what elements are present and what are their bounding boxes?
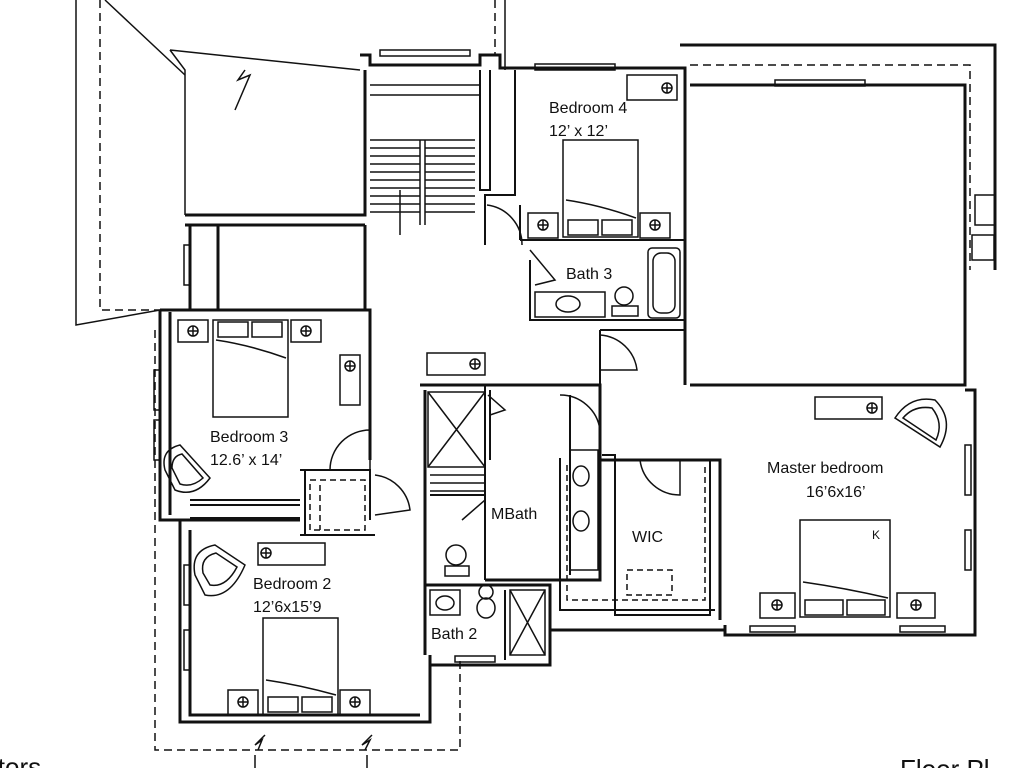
edge-text: ltors Floor Pl: [0, 752, 990, 768]
label-bedroom4: Bedroom 4: [549, 100, 627, 117]
label-k: K: [872, 528, 880, 542]
label-bedroom3-size: 12.6’ x 14’: [210, 452, 282, 469]
label-master: Master bedroom: [767, 460, 884, 477]
room-labels: Bedroom 4 12’ x 12’ Bath 3 Bedroom 3 12.…: [210, 100, 884, 643]
bed-bedroom3: [212, 319, 289, 418]
door-swings: [329, 204, 681, 530]
label-mbath: MBath: [491, 506, 537, 523]
bath3-fixtures: [534, 247, 681, 319]
mbath-fixtures: [427, 391, 599, 577]
label-bedroom4-size: 12’ x 12’: [549, 123, 608, 140]
dressers: [257, 74, 883, 566]
label-bedroom2: Bedroom 2: [253, 576, 331, 593]
label-bedroom3: Bedroom 3: [210, 429, 288, 446]
roof-lines: [75, 0, 506, 326]
chairs: [163, 398, 948, 597]
bed-master: [799, 519, 891, 618]
label-bath3: Bath 3: [566, 266, 612, 283]
nightstands: [177, 212, 936, 716]
bed-bedroom4: [562, 139, 639, 238]
label-master-size: 16’6x16’: [806, 484, 866, 501]
break-marks: [254, 734, 373, 768]
label-wic: WIC: [632, 529, 663, 546]
label-bath2: Bath 2: [431, 626, 477, 643]
exterior-walls: [158, 43, 997, 724]
closets: [309, 465, 706, 601]
label-bedroom2-size: 12’6x15’9: [253, 599, 322, 616]
bath2-fixtures: [429, 584, 546, 656]
edge-text-left: ltors: [0, 752, 41, 768]
edge-text-right: Floor Pl: [900, 754, 990, 768]
stairs: [370, 84, 480, 235]
bed-bedroom2: [262, 617, 339, 716]
windows: [153, 49, 996, 671]
